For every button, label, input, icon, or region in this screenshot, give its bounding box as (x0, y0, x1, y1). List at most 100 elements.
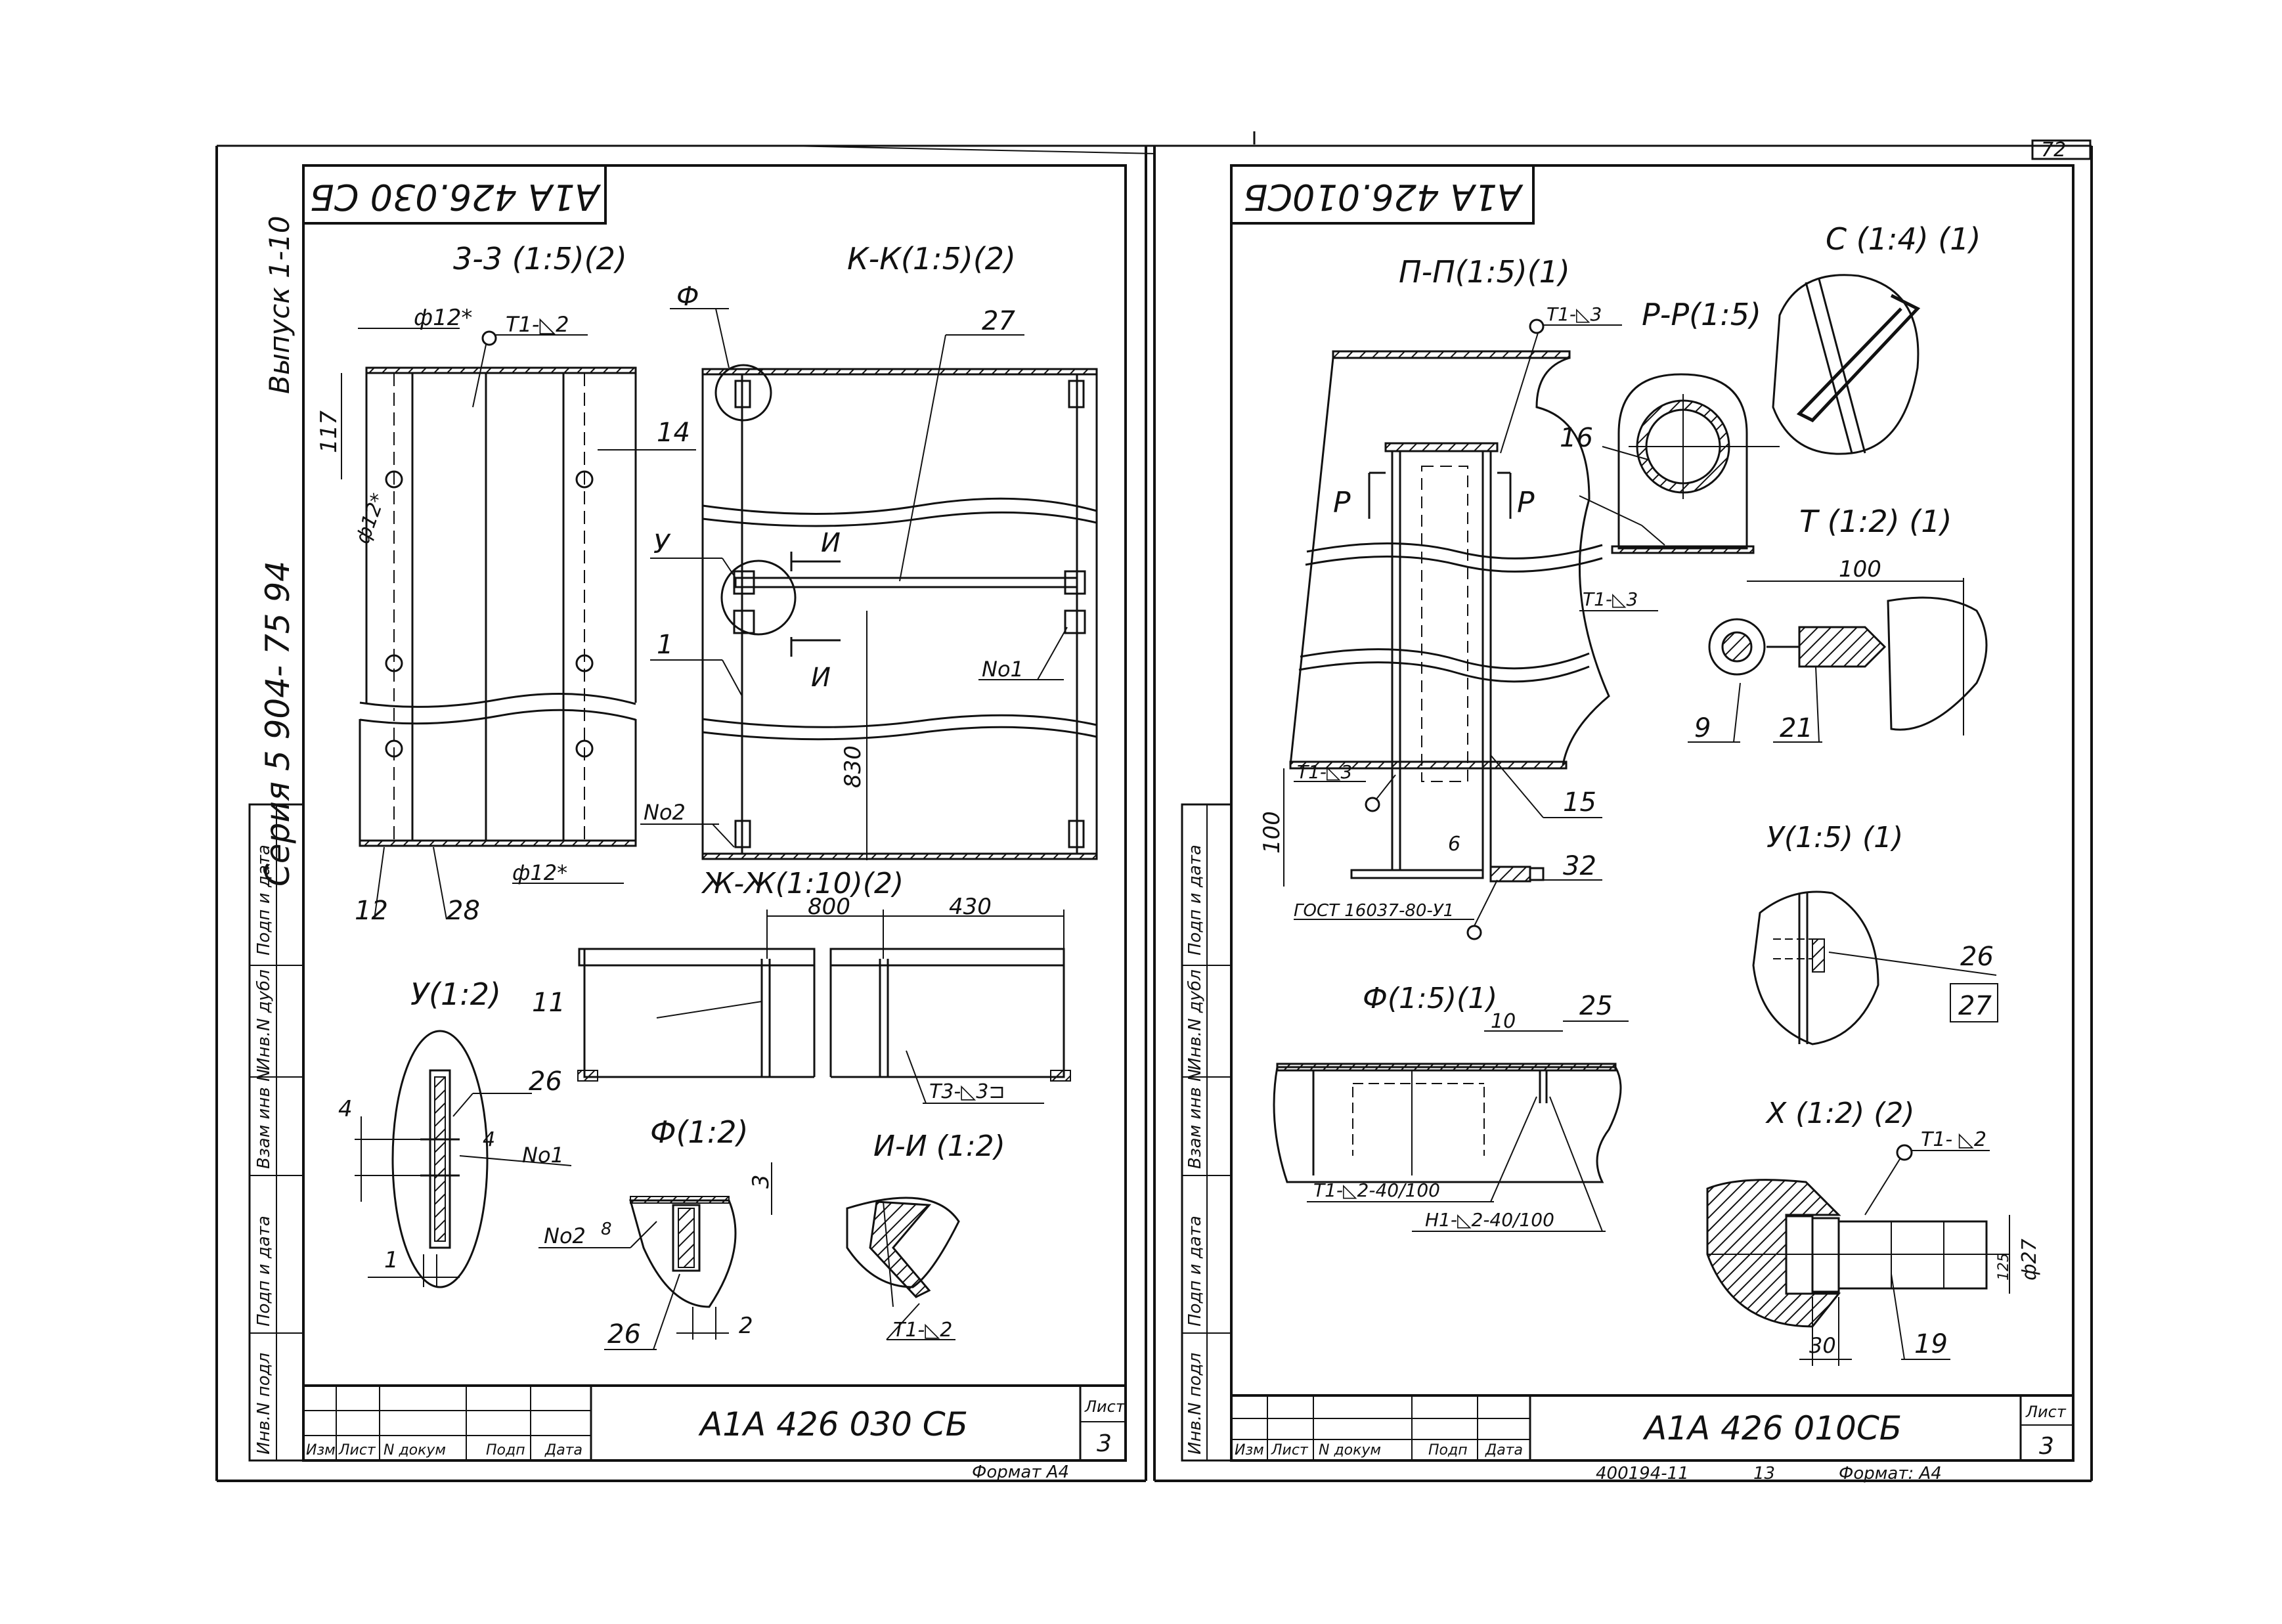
view-detail-X: Х (1:2) (2) Т1- ◺2 ф27 125 30 19 (1706, 1097, 2041, 1366)
right-side-stamp: Подп и дата Инв.N дубл Взам инв N Подп и… (1181, 803, 1233, 1462)
view-F-right-title: Ф(1:5)(1) (1363, 982, 1497, 1015)
view-section-I-I: И-И (1:2) Т1-◺2 (846, 1130, 1005, 1342)
right-title-block: Изм Лист N докум Подп Дата А1А 426 010СБ… (1230, 1394, 2074, 1483)
issue-label: Выпуск 1-10 (263, 216, 296, 394)
right-sheet-number: 3 (2039, 1433, 2054, 1460)
view-section-R-R: Р-Р(1:5) 16 Т1-◺3 (1560, 297, 1780, 611)
view-detail-C: С (1:4) (1) (1772, 221, 1981, 455)
right-side-cell-4: Подп и дата (1185, 1216, 1205, 1327)
left-col-list: Лист (338, 1442, 376, 1459)
F-left-No2: No2 (544, 1223, 586, 1248)
left-side-stamp: Подп и дата Инв.N дубл Взам инв N Подп и… (248, 803, 305, 1462)
dim-830: 830 (840, 745, 866, 788)
left-side-cell-4: Подп и дата (254, 1216, 274, 1327)
right-col-izm: Изм (1235, 1442, 1264, 1459)
right-col-list: Лист (1271, 1442, 1309, 1459)
right-stamp-designation: А1А 426.010СБ (1243, 176, 1523, 217)
X-part-19: 19 (1914, 1329, 1948, 1359)
dim-800: 800 (808, 894, 850, 920)
view-section-P-P: П-П(1:5)(1) Р Р Т1-◺3 15 (1259, 254, 1622, 940)
left-sheet: А1А 426.030 СБ Серия 5 904- 75 94 Выпуск… (248, 164, 1127, 1482)
series-label: Серия 5 904- 75 94 (259, 561, 297, 887)
sheet-frames: 72 (215, 131, 2093, 1482)
F-left-dim-2: 2 (739, 1313, 753, 1339)
view-U-left-title: У(1:2) (410, 977, 501, 1012)
left-side-cell-2: Инв.N дубл (254, 969, 274, 1070)
view-detail-F-left: Ф(1:2) 3 No2 8 26 2 (538, 1114, 774, 1350)
right-stamp-box (1230, 164, 1535, 225)
view-T-title: Т (1:2) (1) (1799, 504, 1952, 539)
F-right-part-25: 25 (1579, 991, 1613, 1021)
left-stamp-box (302, 164, 607, 225)
view-detail-F-right: Ф(1:5)(1) 10 25 Т1-◺2-40/100 Н1-◺2-40/10… (1273, 982, 1629, 1232)
X-dim-125: 125 (1996, 1253, 2012, 1281)
dim-phi12-bottom: ф12* (512, 860, 567, 885)
view-detail-T: Т (1:2) (1) 100 9 21 (1688, 504, 1988, 743)
F-left-dim-3: 3 (748, 1174, 774, 1189)
cut-R-left: Р (1333, 486, 1351, 519)
left-format: Формат А4 (972, 1462, 1069, 1482)
standard-gost: ГОСТ 16037-80-У1 (1294, 901, 1454, 921)
view-I-I-title: И-И (1:2) (873, 1130, 1005, 1163)
right-col-date: Дата (1485, 1442, 1523, 1459)
X-dim-30: 30 (1809, 1333, 1836, 1358)
F-right-dim-10: 10 (1491, 1010, 1516, 1033)
U-right-part-27: 27 (1958, 991, 1992, 1021)
view-detail-U-left: У(1:2) 26 4 4 No1 1 (338, 977, 572, 1288)
left-designation: А1А 426 030 СБ (698, 1405, 968, 1443)
U-left-No1: No1 (522, 1143, 564, 1168)
dim-phi12-side: ф12* (351, 491, 391, 547)
weld-3-3: Т1-◺2 (506, 312, 569, 337)
part-1: 1 (657, 630, 673, 660)
U-left-dim-4a: 4 (338, 1096, 353, 1122)
left-sheet-number: 3 (1097, 1430, 1112, 1457)
dim-100-vert: 100 (1259, 811, 1285, 854)
U-left-part-26: 26 (529, 1066, 562, 1097)
left-title-block: Изм Лист N докум Подп Дата А1А 426 030 С… (302, 1384, 1127, 1482)
F-right-weld-T1: Т1-◺2-40/100 (1313, 1179, 1440, 1201)
T-dim-100: 100 (1839, 556, 1881, 582)
view-section-K-K: К-К(1:5)(2) Ф 27 (640, 241, 1098, 860)
view-K-K-title: К-К(1:5)(2) (847, 241, 1016, 276)
label-No1: No1 (982, 657, 1024, 682)
left-stamp-designation: А1А 426.030 СБ (310, 176, 602, 217)
right-side-cell-2: Инв.N дубл (1185, 969, 1205, 1070)
right-col-doc: N докум (1319, 1442, 1381, 1459)
view-C-title: С (1:4) (1) (1826, 221, 1981, 257)
left-col-izm: Изм (306, 1442, 336, 1459)
view-P-P-title: П-П(1:5)(1) (1399, 254, 1570, 290)
right-side-cell-3: Взам инв N (1185, 1069, 1205, 1169)
view-section-3-3: 3-3 (1:5)(2) 117 ф12* ф12* Т1-◺2 (316, 241, 696, 926)
F-left-part-26: 26 (607, 1319, 641, 1350)
view-Zh-Zh-title: Ж-Ж(1:10)(2) (701, 867, 904, 900)
left-side-cell-5: Инв.N подл (254, 1353, 274, 1455)
view-U-right-title: У(1:5) (1) (1766, 821, 1903, 854)
right-col-sign: Подп (1428, 1442, 1468, 1459)
weld-R-R: Т1-◺3 (1583, 588, 1638, 610)
part-14: 14 (657, 418, 690, 448)
label-F: Ф (676, 282, 699, 312)
left-col-sign: Подп (486, 1442, 525, 1459)
right-sheet-label: Лист (2025, 1403, 2067, 1421)
view-detail-U-right: У(1:5) (1) 26 27 (1752, 821, 1998, 1045)
weld-Zh-Zh: Т3-◺3⊐ (929, 1080, 1005, 1103)
right-designation: А1А 426 010СБ (1642, 1409, 1902, 1447)
dim-430: 430 (949, 894, 992, 920)
part-15: 15 (1563, 787, 1596, 818)
X-dim-phi27: ф27 (2018, 1239, 2041, 1281)
part-28: 28 (447, 896, 480, 926)
view-F-left-title: Ф(1:2) (650, 1114, 749, 1150)
part-12: 12 (355, 896, 388, 926)
left-sheet-label: Лист (1084, 1397, 1126, 1416)
cut-I-bottom: И (811, 663, 831, 693)
part-32: 32 (1563, 851, 1596, 881)
cut-I-top: И (821, 528, 841, 558)
right-sheet: А1А 426.010СБ Подп и дата Инв.N дубл Вза… (1181, 164, 2074, 1483)
U-right-part-26: 26 (1960, 942, 1994, 972)
cut-R-right: Р (1517, 486, 1535, 519)
label-U: У (653, 529, 671, 560)
U-left-dim-1: 1 (384, 1247, 399, 1273)
view-3-3-title: 3-3 (1:5)(2) (453, 241, 627, 276)
F-left-dim-8: 8 (601, 1219, 612, 1239)
F-right-weld-H1: Н1-◺2-40/100 (1425, 1209, 1554, 1231)
